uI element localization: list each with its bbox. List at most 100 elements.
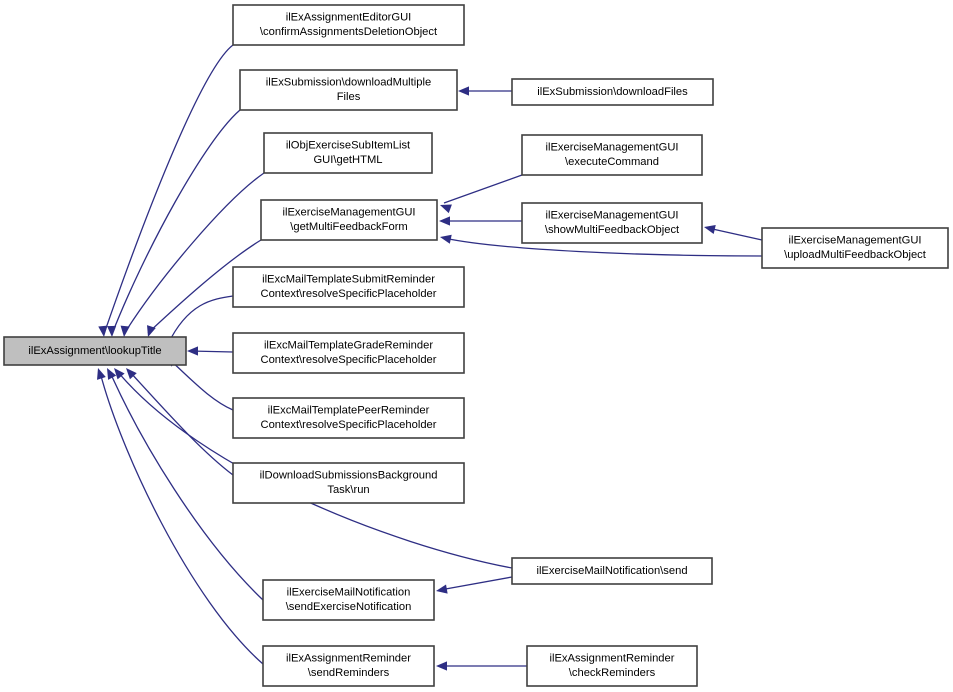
node-label-line: ilExSubmission\downloadFiles	[537, 86, 688, 98]
node-label-line: ilExcMailTemplateGradeReminder	[264, 340, 433, 352]
arrow-head-icon	[458, 86, 469, 96]
edge-line	[99, 371, 264, 665]
graph-node-peerReminderResolve[interactable]: ilExcMailTemplatePeerReminderContext\res…	[232, 397, 465, 439]
edge-showMultiFeedbackObject-to-getMultiFeedbackForm	[439, 216, 522, 226]
arrow-head-icon	[439, 216, 450, 226]
node-label-line: Task\run	[327, 484, 369, 496]
edges-layer	[97, 44, 763, 671]
arrow-head-icon	[704, 224, 716, 234]
node-box[interactable]	[521, 134, 703, 176]
edge-downloadSubmissionsBackgroundTaskRun-to-lookupTitle	[126, 368, 234, 476]
graph-node-lookupTitle[interactable]: ilExAssignment\lookupTitle	[3, 336, 187, 366]
node-label-line: Context\resolveSpecificPlaceholder	[261, 354, 437, 366]
node-box[interactable]	[232, 397, 465, 439]
node-label-line: ilExSubmission\downloadMultiple	[266, 77, 431, 89]
node-label-line: ilExerciseManagementGUI	[545, 142, 678, 154]
arrow-head-icon	[97, 368, 106, 380]
arrow-head-icon	[107, 325, 117, 337]
edge-executeCommand-to-getMultiFeedbackForm	[440, 174, 523, 214]
node-label-line: ilObjExerciseSubItemList	[286, 140, 411, 152]
edge-sendExerciseNotification-to-lookupTitle	[107, 368, 264, 601]
arrow-head-icon	[98, 325, 108, 337]
graph-node-mailNotificationSend[interactable]: ilExerciseMailNotification\send	[511, 557, 713, 585]
graph-node-sendReminders[interactable]: ilExAssignmentReminder\sendReminders	[262, 645, 435, 687]
node-box[interactable]	[232, 462, 465, 504]
node-label-line: GUI\getHTML	[313, 154, 382, 166]
node-box[interactable]	[511, 557, 713, 585]
node-box[interactable]	[232, 4, 465, 46]
edge-downloadMultipleFiles-to-lookupTitle	[107, 109, 241, 337]
node-label-line: ilExerciseManagementGUI	[788, 235, 921, 247]
node-box[interactable]	[232, 266, 465, 308]
edge-line	[123, 172, 265, 335]
edge-line	[707, 227, 763, 241]
node-label-line: ilExAssignment\lookupTitle	[28, 345, 161, 357]
edge-checkReminders-to-sendReminders	[436, 661, 527, 671]
edge-gradeReminderResolve-to-lookupTitle	[187, 346, 234, 356]
node-label-line: ilExcMailTemplateSubmitReminder	[262, 274, 435, 286]
graph-node-uploadMultiFeedbackObject[interactable]: ilExerciseManagementGUI\uploadMultiFeedb…	[761, 227, 949, 269]
edge-line	[109, 371, 264, 601]
nodes-layer: ilExAssignment\lookupTitle ilExAssignment…	[3, 4, 949, 687]
edge-sendReminders-to-lookupTitle	[97, 368, 264, 665]
arrow-head-icon	[114, 368, 125, 380]
node-label-line: Context\resolveSpecificPlaceholder	[261, 419, 437, 431]
node-box[interactable]	[260, 199, 438, 241]
node-box-current[interactable]	[3, 336, 187, 366]
graph-node-submitReminderResolve[interactable]: ilExcMailTemplateSubmitReminderContext\r…	[232, 266, 465, 308]
arrow-head-icon	[436, 661, 447, 671]
node-box[interactable]	[521, 202, 703, 244]
arrow-head-icon	[120, 325, 130, 337]
node-label-line: \getMultiFeedbackForm	[290, 221, 408, 233]
edge-mailNotificationSend-to-sendExerciseNotification	[436, 576, 513, 594]
node-label-line: \checkReminders	[569, 667, 656, 679]
node-label-line: ilExerciseManagementGUI	[545, 210, 678, 222]
node-label-line: \confirmAssignmentsDeletionObject	[260, 26, 438, 38]
edge-uploadMultiFeedbackObject-to-getMultiFeedbackForm	[440, 234, 763, 257]
node-box[interactable]	[262, 645, 435, 687]
node-label-line: ilExerciseMailNotification	[287, 587, 411, 599]
arrow-head-icon	[436, 584, 448, 594]
edge-line	[111, 109, 241, 335]
arrow-head-icon	[126, 368, 137, 380]
node-box[interactable]	[526, 645, 698, 687]
edge-line	[167, 295, 234, 345]
node-box[interactable]	[511, 78, 714, 106]
node-label-line: ilExcMailTemplatePeerReminder	[268, 405, 430, 417]
node-label-line: \executeCommand	[565, 156, 659, 168]
edge-line	[103, 44, 234, 335]
graph-node-executeCommand[interactable]: ilExerciseManagementGUI \executeCommand	[521, 134, 703, 176]
node-box[interactable]	[239, 69, 458, 111]
node-label-line: ilDownloadSubmissionsBackground	[260, 470, 438, 482]
arrow-head-icon	[107, 368, 117, 380]
edge-line	[169, 359, 234, 411]
graph-node-showMultiFeedbackObject[interactable]: ilExerciseManagementGUI\showMultiFeedbac…	[521, 202, 703, 244]
edge-line	[129, 371, 234, 476]
edge-line	[147, 239, 262, 334]
edge-uploadMultiFeedbackObject-to-showMultiFeedbackObject	[704, 224, 763, 241]
node-box[interactable]	[232, 332, 465, 374]
arrow-head-icon	[440, 204, 452, 214]
arrow-head-icon	[440, 234, 452, 244]
node-box[interactable]	[761, 227, 949, 269]
edge-line	[443, 174, 523, 204]
node-label-line: \sendExerciseNotification	[286, 601, 412, 613]
graph-node-getMultiFeedbackForm[interactable]: ilExerciseManagementGUI \getMultiFeedback…	[260, 199, 438, 241]
graph-node-gradeReminderResolve[interactable]: ilExcMailTemplateGradeReminderContext\re…	[232, 332, 465, 374]
graph-node-confirmAssignmentsDeletionObject[interactable]: ilExAssignmentEditorGUI\confirmAssignmen…	[232, 4, 465, 46]
edge-downloadFiles-to-downloadMultipleFiles	[458, 86, 512, 96]
graph-node-downloadFiles[interactable]: ilExSubmission\downloadFiles	[511, 78, 714, 106]
node-label-line: ilExerciseManagementGUI	[282, 207, 415, 219]
node-box[interactable]	[263, 132, 433, 174]
graph-node-sendExerciseNotification[interactable]: ilExerciseMailNotification \sendExerciseN…	[262, 579, 435, 621]
node-label-line: ilExerciseMailNotification\send	[536, 565, 687, 577]
node-box[interactable]	[262, 579, 435, 621]
edge-getHTML-to-lookupTitle	[120, 172, 265, 337]
edge-line	[443, 237, 763, 257]
graph-node-checkReminders[interactable]: ilExAssignmentReminder\checkReminders	[526, 645, 698, 687]
